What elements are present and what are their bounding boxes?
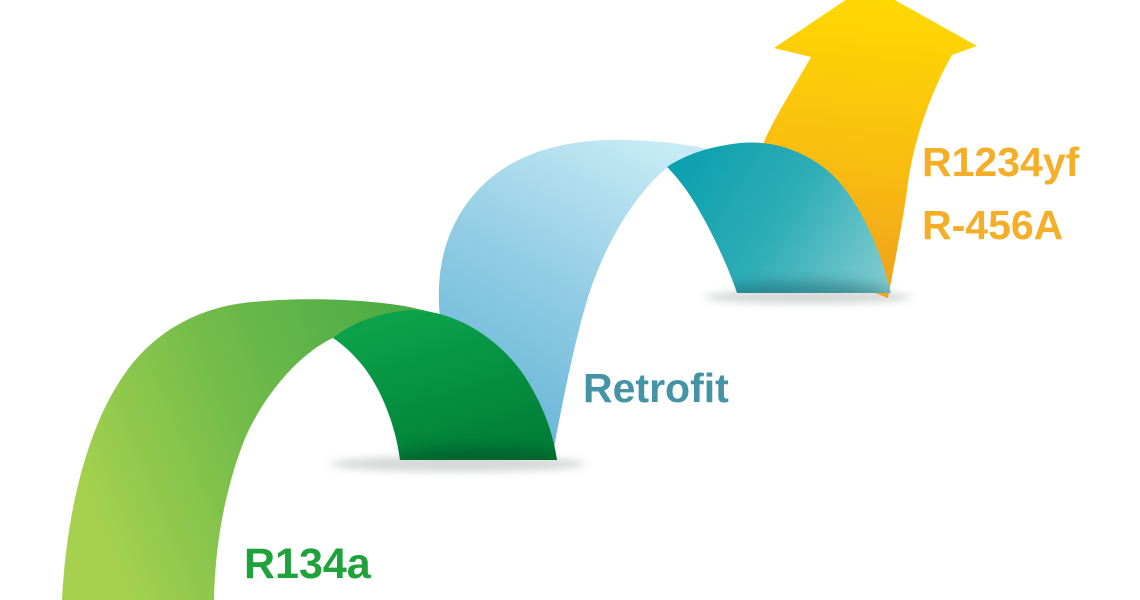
teal-landing-shadow	[704, 290, 912, 304]
teal-descending-ribbon	[667, 142, 891, 293]
green-descending-ribbon	[333, 310, 557, 460]
label-r134a: R134a	[244, 540, 371, 588]
label-r1234yf: R1234yf	[922, 139, 1080, 185]
label-retrofit: Retrofit	[583, 365, 729, 411]
green-ascending-ribbon	[62, 299, 448, 600]
label-r456a: R-456A	[922, 202, 1064, 248]
green-landing-shading	[388, 447, 557, 460]
teal-landing-shading	[718, 282, 891, 293]
